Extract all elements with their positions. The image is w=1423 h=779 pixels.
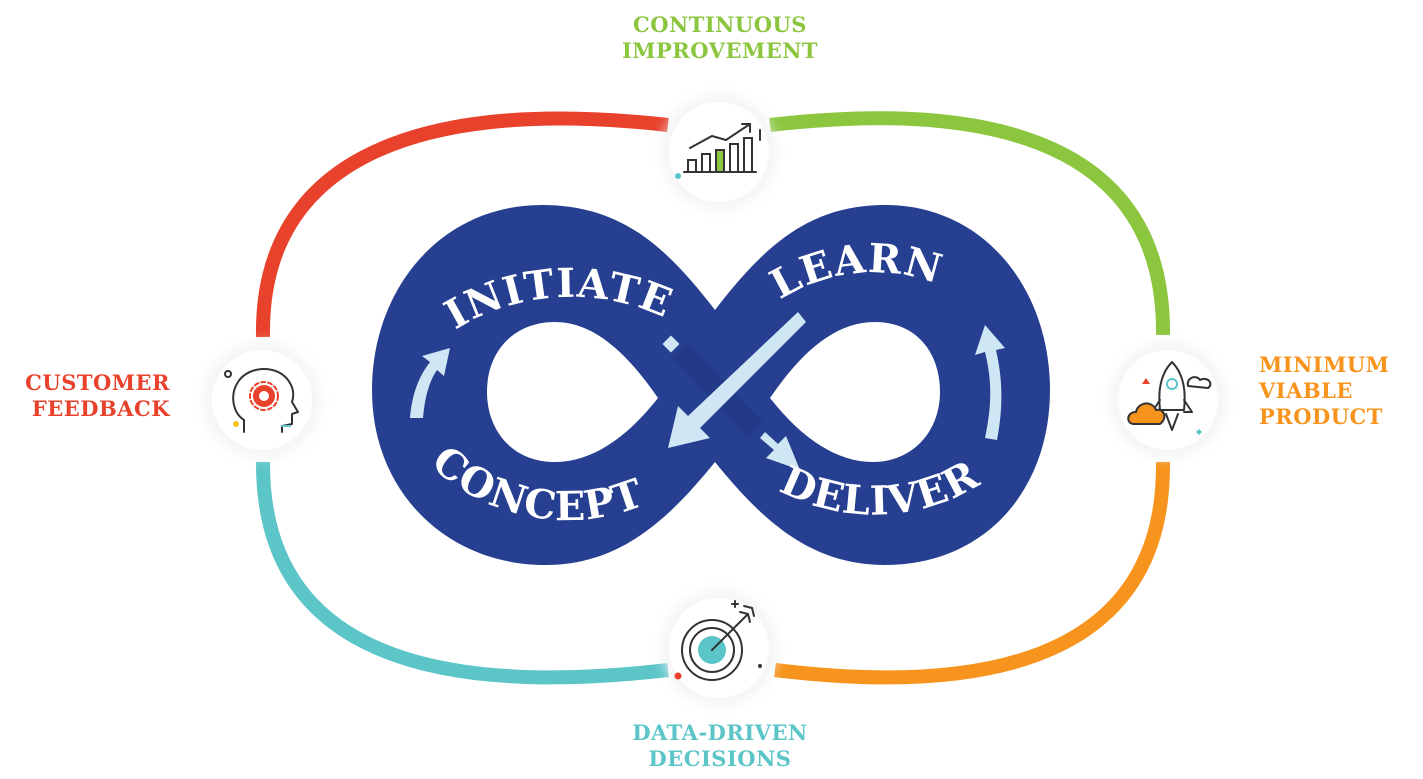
label-mvp-line2: VIABLE [1259,378,1353,403]
arrow-initiate [410,348,450,418]
ring-segment-continuous-improvement [769,111,1171,336]
label-mvp-line3: PRODUCT [1259,404,1383,429]
ring-segment-customer-feedback [255,111,669,338]
arrow-return [975,325,1005,440]
rocket-cloud-icon [1127,361,1212,435]
label-data-driven-decisions: DATA-DRIVEN DECISIONS [600,720,840,772]
label-mvp-line1: MINIMUM [1259,352,1390,377]
arrow-deliver [760,432,800,470]
label-customer-feedback: CUSTOMER FEEDBACK [2,370,170,422]
label-customer-feedback-line1: CUSTOMER [25,370,170,395]
label-data-driven-line2: DECISIONS [648,746,792,771]
label-data-driven-line1: DATA-DRIVEN [632,720,808,745]
label-customer-feedback-line2: FEEDBACK [31,396,170,421]
label-continuous-improvement-line2: IMPROVEMENT [621,38,819,63]
label-minimum-viable-product: MINIMUM VIABLE PRODUCT [1259,352,1419,430]
label-continuous-improvement-line1: CONTINUOUS [633,12,807,37]
target-dart-icon [674,600,762,681]
head-gear-icon [224,367,299,433]
infinity-loop: INITIATE LEARN CONCEPT DELIVER [372,205,1050,565]
ring-segment-data-driven-decisions [255,461,669,685]
infinity-shape [372,205,1050,565]
ring-segment-minimum-viable-product [774,461,1171,685]
growth-chart-icon [675,123,761,179]
arrow-learn [668,312,806,448]
label-continuous-improvement: CONTINUOUS IMPROVEMENT [590,12,850,64]
